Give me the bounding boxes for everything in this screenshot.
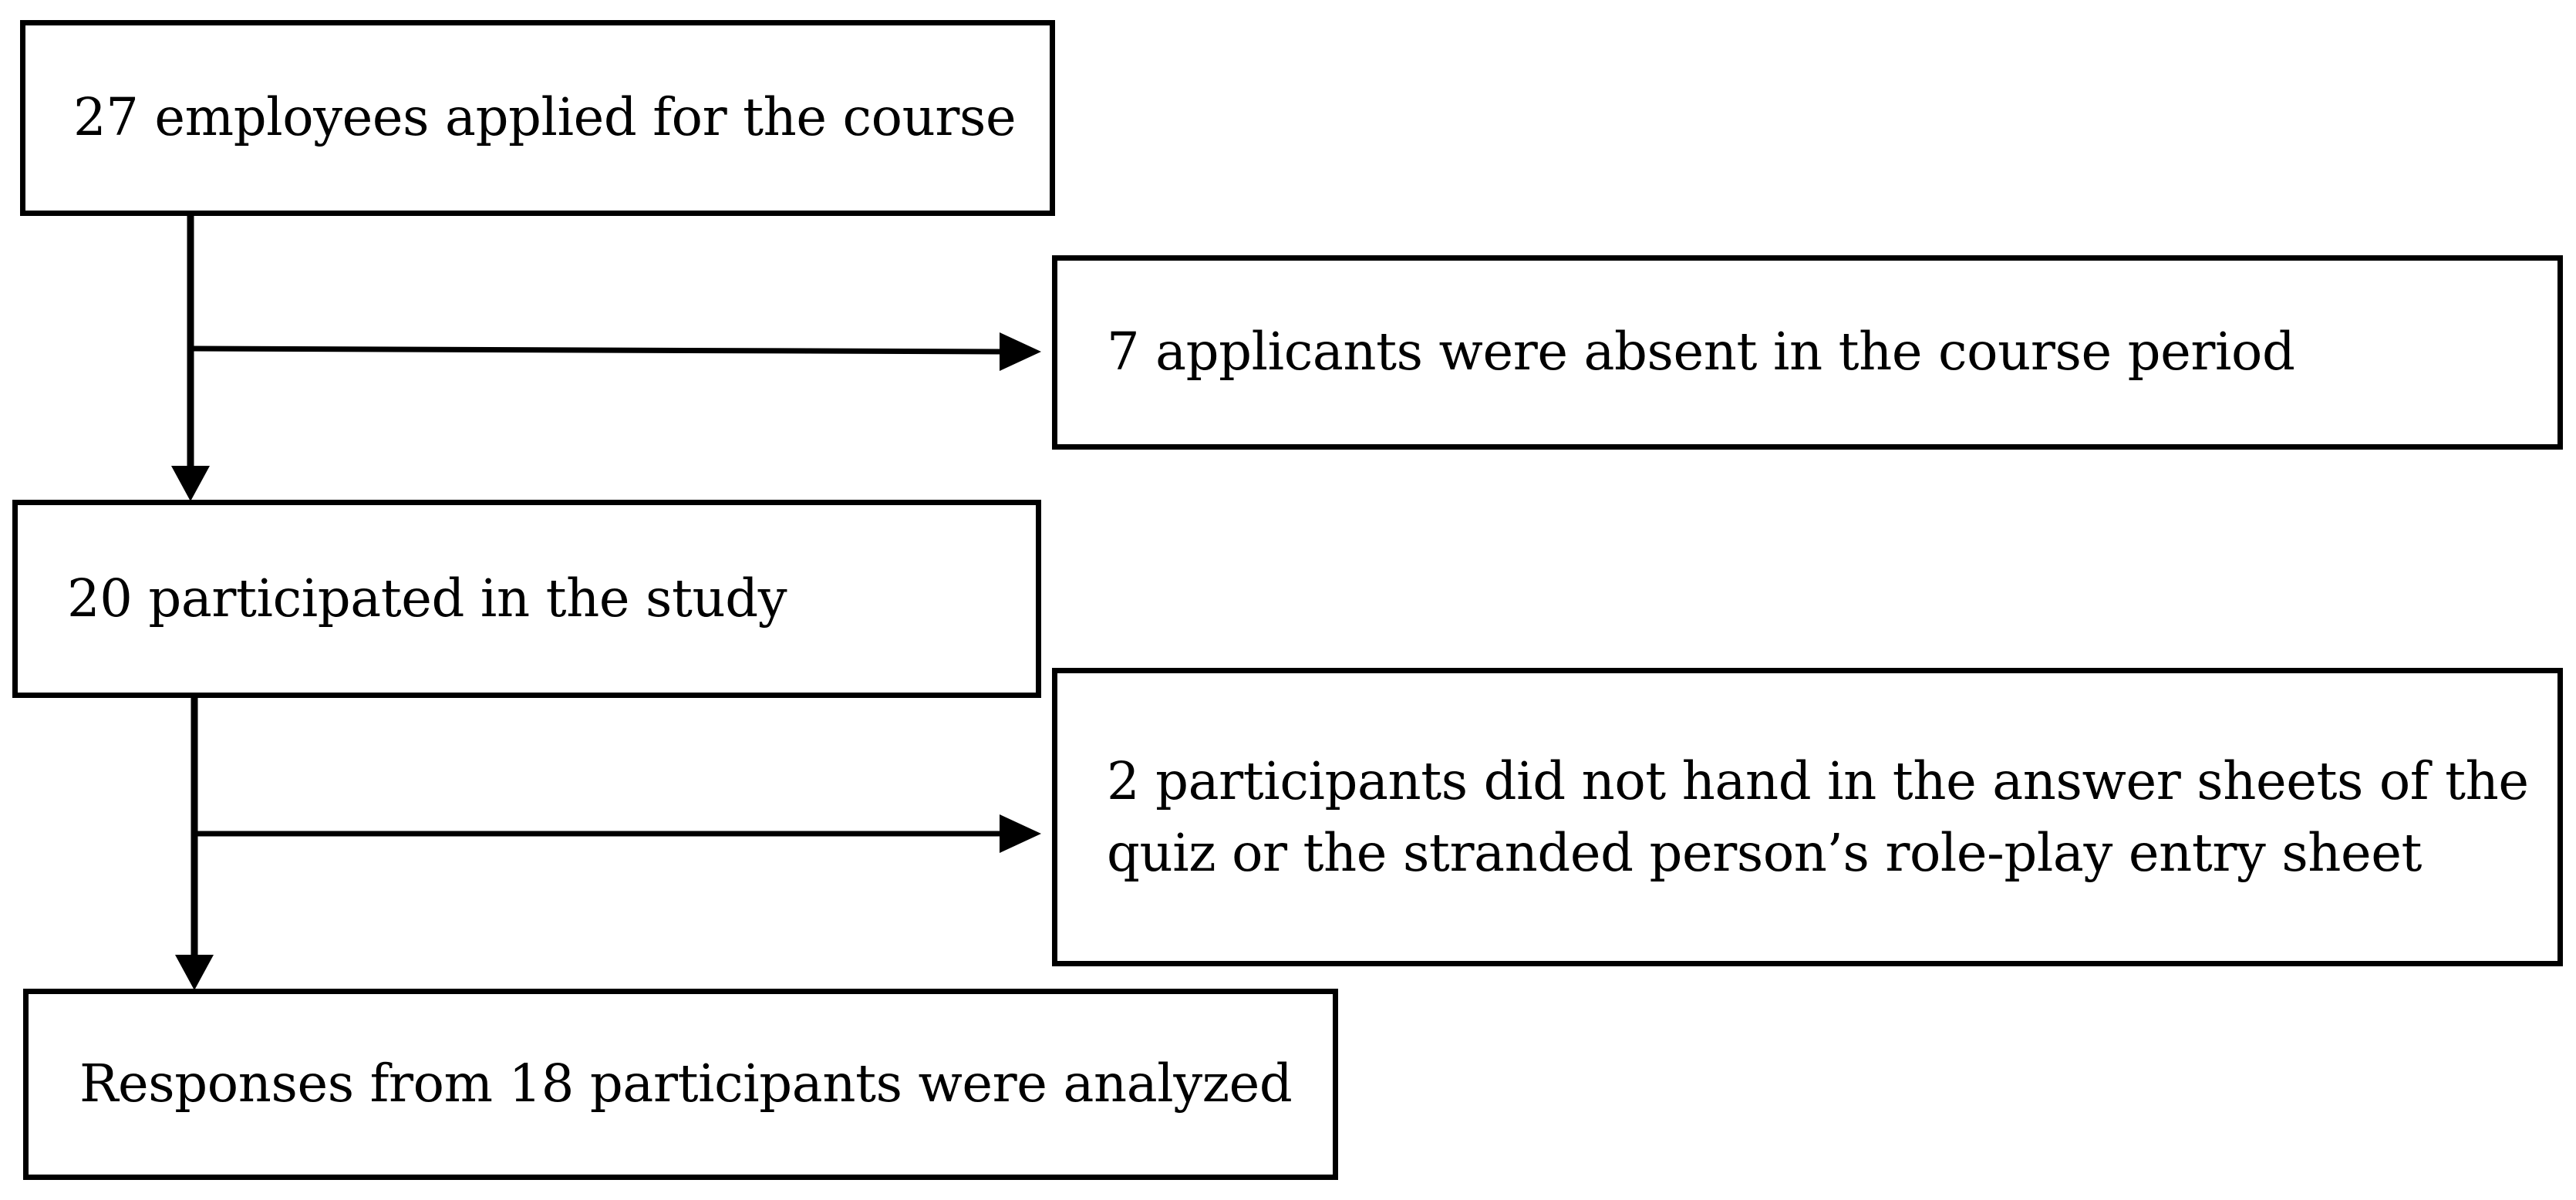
arrowhead-to-analyzed [175, 955, 214, 990]
participated-label: 20 participated in the study [67, 568, 787, 629]
absent-label: 7 applicants were absent in the course p… [1107, 322, 2295, 383]
analyzed-box: Responses from 18 participants were anal… [23, 989, 1338, 1180]
participated-box: 20 participated in the study [12, 500, 1041, 698]
connector-to-absent [190, 346, 1003, 355]
excluded-box: 2 participants did not hand in the answe… [1052, 668, 2563, 966]
arrowhead-to-absent [1000, 332, 1041, 371]
analyzed-label: Responses from 18 participants were anal… [79, 1053, 1293, 1114]
excluded-label-line-1: 2 participants did not hand in the answe… [1107, 751, 2529, 812]
arrowhead-to-excluded [1000, 814, 1041, 853]
arrowhead-to-participated [171, 466, 210, 501]
applied-box: 27 employees applied for the course [20, 20, 1055, 216]
absent-box: 7 applicants were absent in the course p… [1052, 255, 2563, 450]
applied-label: 27 employees applied for the course [73, 87, 1017, 148]
excluded-label: 2 participants did not hand in the answe… [1107, 746, 2549, 888]
excluded-label-line-2: quiz or the stranded person’s role-play … [1107, 822, 2423, 883]
